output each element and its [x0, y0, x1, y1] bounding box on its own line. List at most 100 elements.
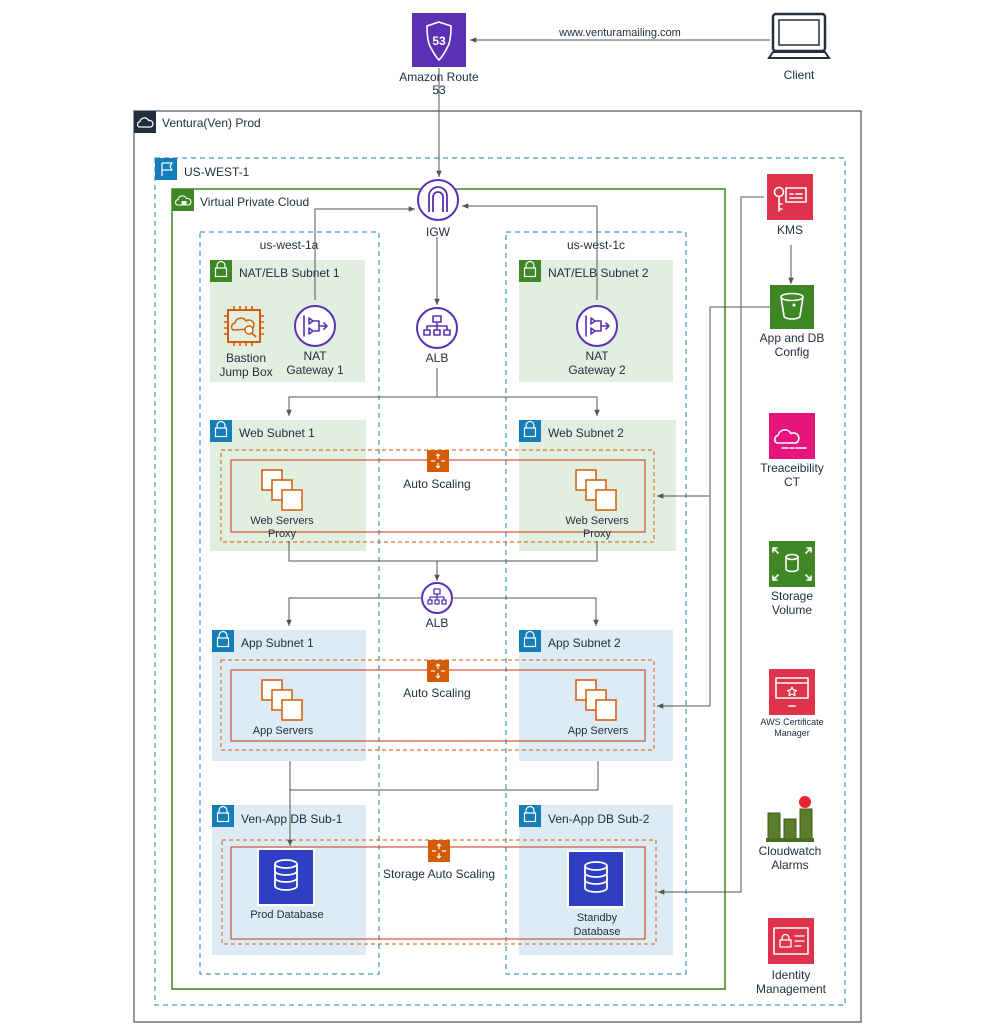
kms-node[interactable]: KMS [767, 174, 813, 237]
kms-label: KMS [777, 223, 803, 237]
connectors [286, 37, 794, 895]
lock-icon [519, 805, 541, 827]
account-label: Ventura(Ven) Prod [162, 116, 261, 130]
web-autoscaling-group: Auto Scaling [220, 449, 655, 543]
lock-icon [210, 420, 232, 442]
acm-label-1: AWS Certificate [760, 717, 823, 727]
client-node[interactable]: Client [767, 12, 831, 82]
cw-label-1: Cloudwatch [759, 844, 822, 858]
acm-node[interactable]: AWS Certificate Manager [760, 669, 824, 738]
route53-node[interactable]: 53 Amazon Route 53 [399, 13, 479, 97]
subnet-db2-label: Ven-App DB Sub-2 [548, 812, 650, 826]
trace-label-2: CT [784, 475, 801, 489]
ec2-instance-icon [224, 306, 264, 346]
subnet-app1-label: App Subnet 1 [241, 636, 314, 650]
client-label: Client [784, 68, 815, 82]
alb-top-label: ALB [426, 351, 449, 365]
standby-db-label-2: Database [573, 926, 620, 938]
edge-alb2-app1 [286, 597, 437, 626]
edge-nat1-igw [314, 206, 415, 300]
nat1-label-2: Gateway 1 [286, 363, 344, 377]
subnet-db1-label: Ven-App DB Sub-1 [241, 812, 343, 826]
prod-database-node[interactable]: Prod Database [250, 848, 324, 921]
lock-icon [519, 630, 541, 652]
config-label-2: Config [775, 345, 810, 359]
db-autoscaling-group: Storage Auto Scaling [221, 839, 657, 945]
alb-top-node[interactable]: ALB [416, 307, 458, 365]
nat-gateway-2-node[interactable]: NAT Gateway 2 [568, 305, 626, 377]
instances-icon [575, 679, 617, 721]
route53-badge: 53 [432, 34, 446, 48]
web2-label-1: Web Servers [565, 515, 629, 527]
app-autoscaling-label: Auto Scaling [403, 686, 470, 700]
alb-mid-label: ALB [426, 616, 449, 630]
cloud-icon [134, 111, 156, 133]
nat1-label-1: NAT [303, 349, 327, 363]
vpc-cloud-lock-icon [172, 189, 194, 211]
iam-node[interactable]: Identity Management [756, 918, 827, 996]
cw-label-2: Alarms [771, 858, 808, 872]
edge-web-merge [288, 541, 598, 562]
lock-icon [210, 260, 232, 282]
nat-gateway-1-node[interactable]: NAT Gateway 1 [286, 305, 344, 377]
cloudtrail-node[interactable]: Treaceibility CT [760, 413, 824, 489]
instances-icon [575, 469, 617, 511]
subnet-app2-label: App Subnet 2 [548, 636, 621, 650]
app-servers-2-node[interactable]: App Servers [568, 679, 629, 737]
app-autoscaling-group: Auto Scaling [220, 659, 655, 751]
subnet-web2-label: Web Subnet 2 [548, 426, 624, 440]
igw-node[interactable]: IGW [417, 179, 459, 239]
standby-db-label-1: Standby [577, 912, 618, 924]
az-a-label: us-west-1a [260, 238, 319, 252]
web-servers-2-node[interactable]: Web Servers Proxy [565, 469, 629, 540]
db-autoscaling-label: Storage Auto Scaling [383, 867, 495, 881]
web-servers-1-node[interactable]: Web Servers Proxy [250, 469, 314, 540]
bastion-label-1: Bastion [226, 351, 266, 365]
internet-gateway-icon [417, 179, 459, 221]
lock-icon [519, 420, 541, 442]
lock-icon [212, 630, 234, 652]
web2-label-2: Proxy [583, 528, 612, 540]
storage-label-2: Volume [772, 603, 812, 617]
storage-volume-node[interactable]: Storage Volume [769, 541, 815, 617]
app-servers-1-node[interactable]: App Servers [253, 679, 314, 737]
nat2-label-1: NAT [585, 349, 609, 363]
subnet-web1-label: Web Subnet 1 [239, 426, 315, 440]
az-a-group: us-west-1a [199, 231, 380, 975]
autoscaling-icon [427, 450, 449, 472]
config-node[interactable]: App and DB Config [760, 285, 825, 359]
region-group: US-WEST-1 [154, 157, 846, 1006]
config-label-1: App and DB [760, 331, 825, 345]
iam-label-1: Identity [772, 968, 811, 982]
standby-database-node[interactable]: Standby Database [567, 850, 625, 938]
app1-label: App Servers [253, 725, 314, 737]
vpc-label: Virtual Private Cloud [200, 195, 309, 209]
laptop-icon [767, 12, 831, 59]
subnet-nat1-label: NAT/ELB Subnet 1 [239, 266, 340, 280]
cloudwatch-alarms-node[interactable]: Cloudwatch Alarms [759, 796, 822, 872]
edge-kms-db [658, 196, 764, 895]
edge-alb-web2 [437, 396, 600, 416]
az-c-label: us-west-1c [567, 238, 625, 252]
nat-gateway-icon [294, 305, 336, 347]
edge-app2-db [290, 761, 599, 791]
edge-alb-web1 [286, 368, 438, 416]
bastion-node[interactable]: Bastion Jump Box [219, 306, 273, 379]
storage-label-1: Storage [771, 589, 813, 603]
edge-alb2-app2 [437, 597, 599, 626]
subnet-nat2-label: NAT/ELB Subnet 2 [548, 266, 649, 280]
subnet-db2: Ven-App DB Sub-2 [519, 805, 673, 955]
igw-label: IGW [426, 225, 451, 239]
database-icon [257, 848, 315, 906]
alb-mid-node[interactable]: ALB [421, 582, 453, 630]
route53-label-2: 53 [432, 83, 446, 97]
nat2-label-2: Gateway 2 [568, 363, 626, 377]
nat-gateway-icon [576, 305, 618, 347]
instances-icon [261, 679, 303, 721]
web-autoscaling-label: Auto Scaling [403, 477, 470, 491]
route53-label-1: Amazon Route [399, 70, 479, 84]
account-group: Ventura(Ven) Prod [133, 110, 862, 1023]
acm-label-2: Manager [774, 728, 810, 738]
lock-icon [519, 260, 541, 282]
